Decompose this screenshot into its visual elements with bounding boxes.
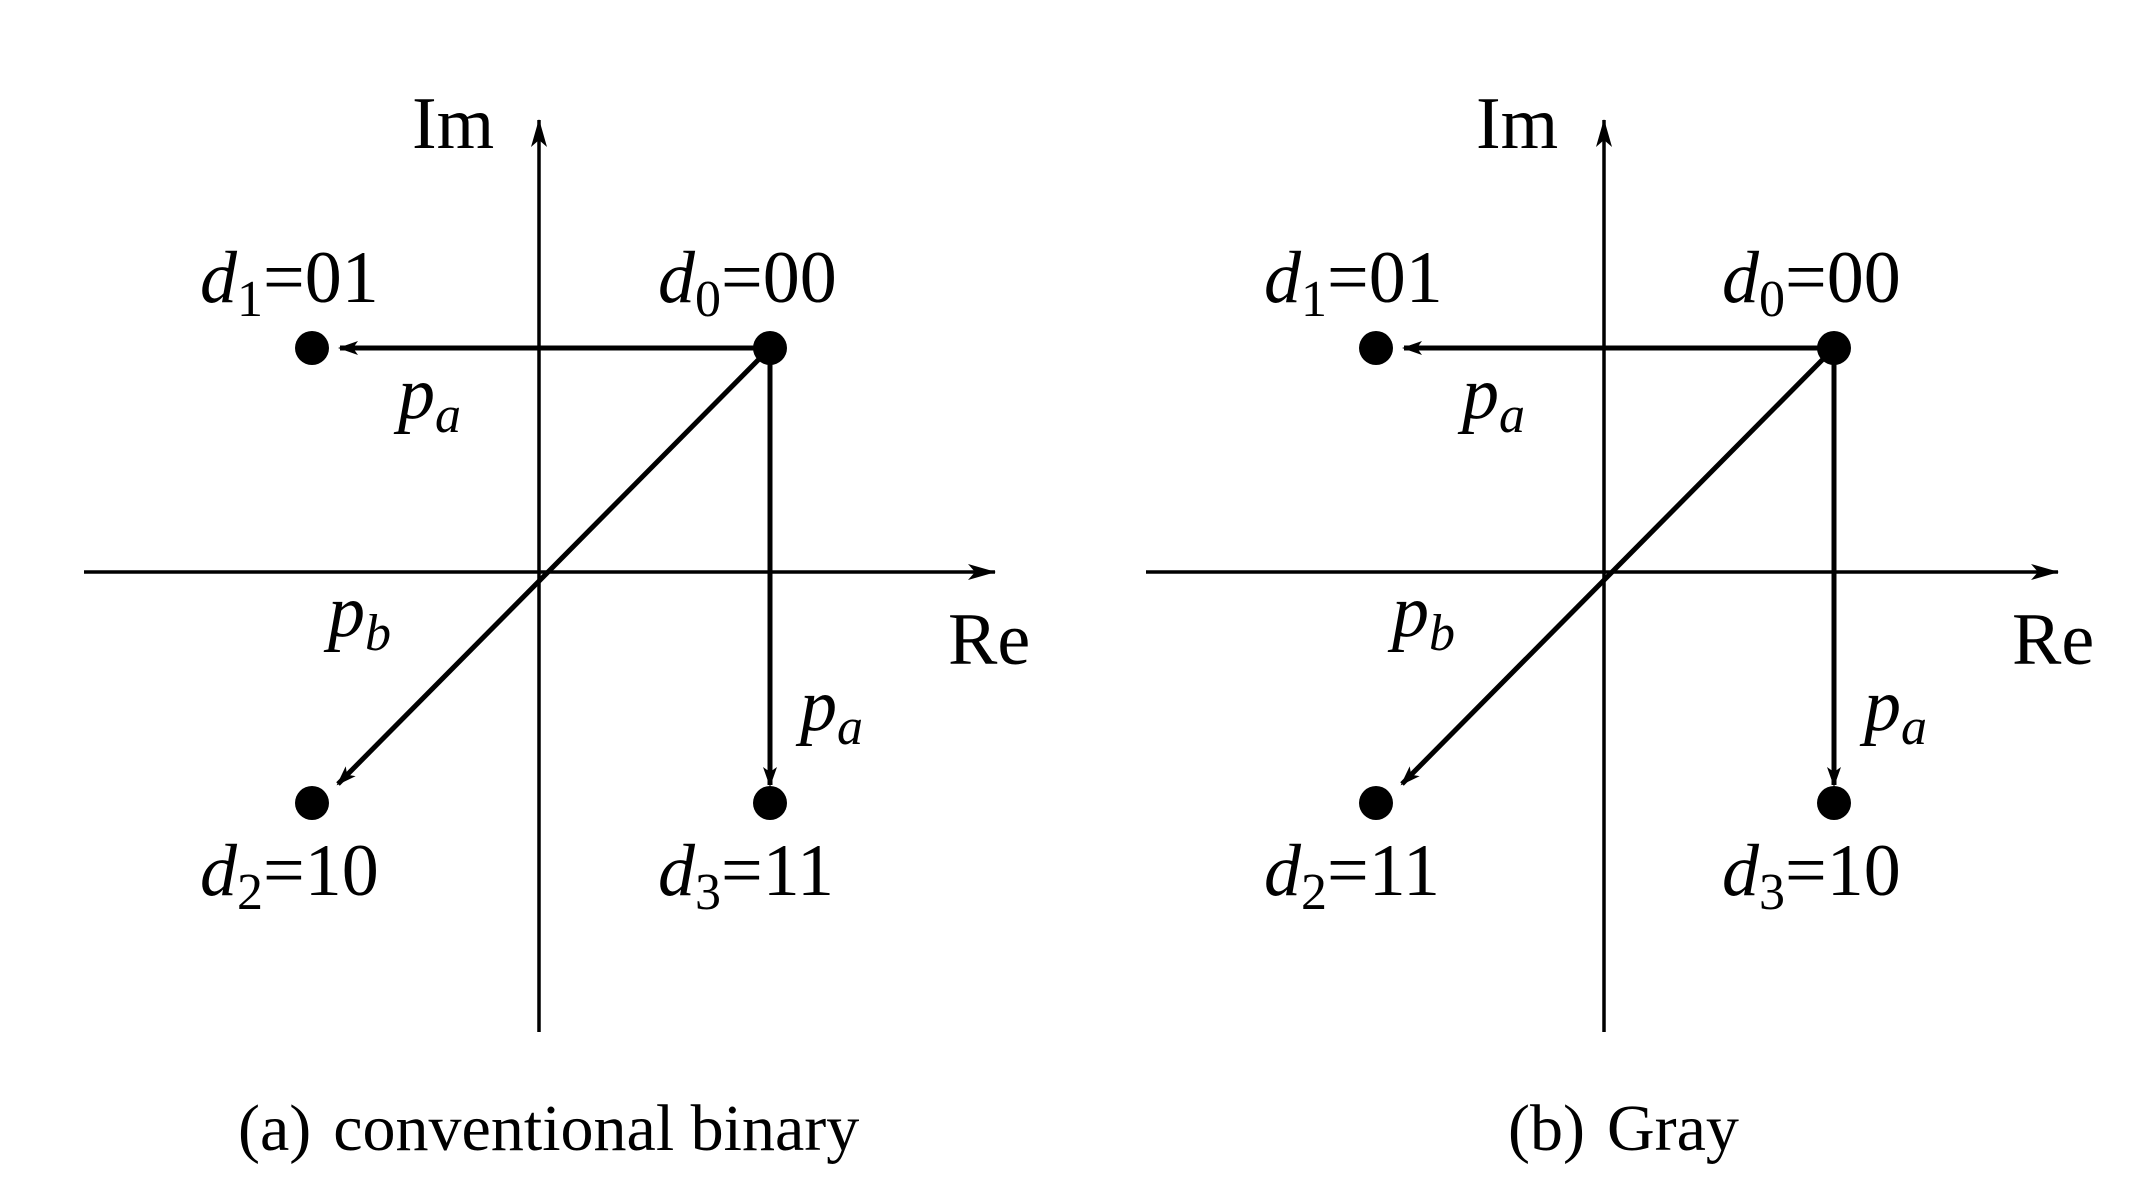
label-d2: d2=11 (1264, 830, 1440, 921)
prob-label-vertical: pa (1859, 665, 1927, 756)
caption-a: (a)conventional binary (238, 1092, 859, 1165)
label-d1: d1=01 (1264, 237, 1443, 328)
prob-label-diagonal: pb (323, 571, 391, 662)
arrow-d0-to-d2 (336, 346, 772, 786)
imag-axis-label: Im (412, 83, 494, 165)
point-d1 (1359, 331, 1393, 365)
real-axis-label: Re (2012, 599, 2094, 681)
prob-label-horizontal: pa (393, 353, 461, 444)
panel-a: Im Re d1=01 d0=00 d2=10 d3=11 pa pb pa (… (84, 83, 1030, 1165)
point-d2 (1359, 786, 1393, 820)
point-d1 (295, 331, 329, 365)
prob-label-horizontal: pa (1457, 353, 1525, 444)
caption-b: (b)Gray (1508, 1092, 1739, 1165)
real-axis-label: Re (948, 599, 1030, 681)
prob-label-diagonal: pb (1387, 571, 1455, 662)
prob-label-vertical: pa (795, 665, 863, 756)
label-d1: d1=01 (200, 237, 379, 328)
point-d0 (1817, 331, 1851, 365)
arrow-d0-to-d2 (1400, 346, 1836, 786)
point-d3 (753, 786, 787, 820)
label-d0: d0=00 (658, 237, 837, 328)
imag-axis-label: Im (1476, 83, 1558, 165)
label-d3: d3=10 (1722, 830, 1901, 921)
label-d0: d0=00 (1722, 237, 1901, 328)
point-d2 (295, 786, 329, 820)
point-d0 (753, 331, 787, 365)
point-d3 (1817, 786, 1851, 820)
label-d3: d3=11 (658, 830, 834, 921)
label-d2: d2=10 (200, 830, 379, 921)
panel-b: Im Re d1=01 d0=00 d2=11 d3=10 pa pb pa (… (1146, 83, 2094, 1165)
